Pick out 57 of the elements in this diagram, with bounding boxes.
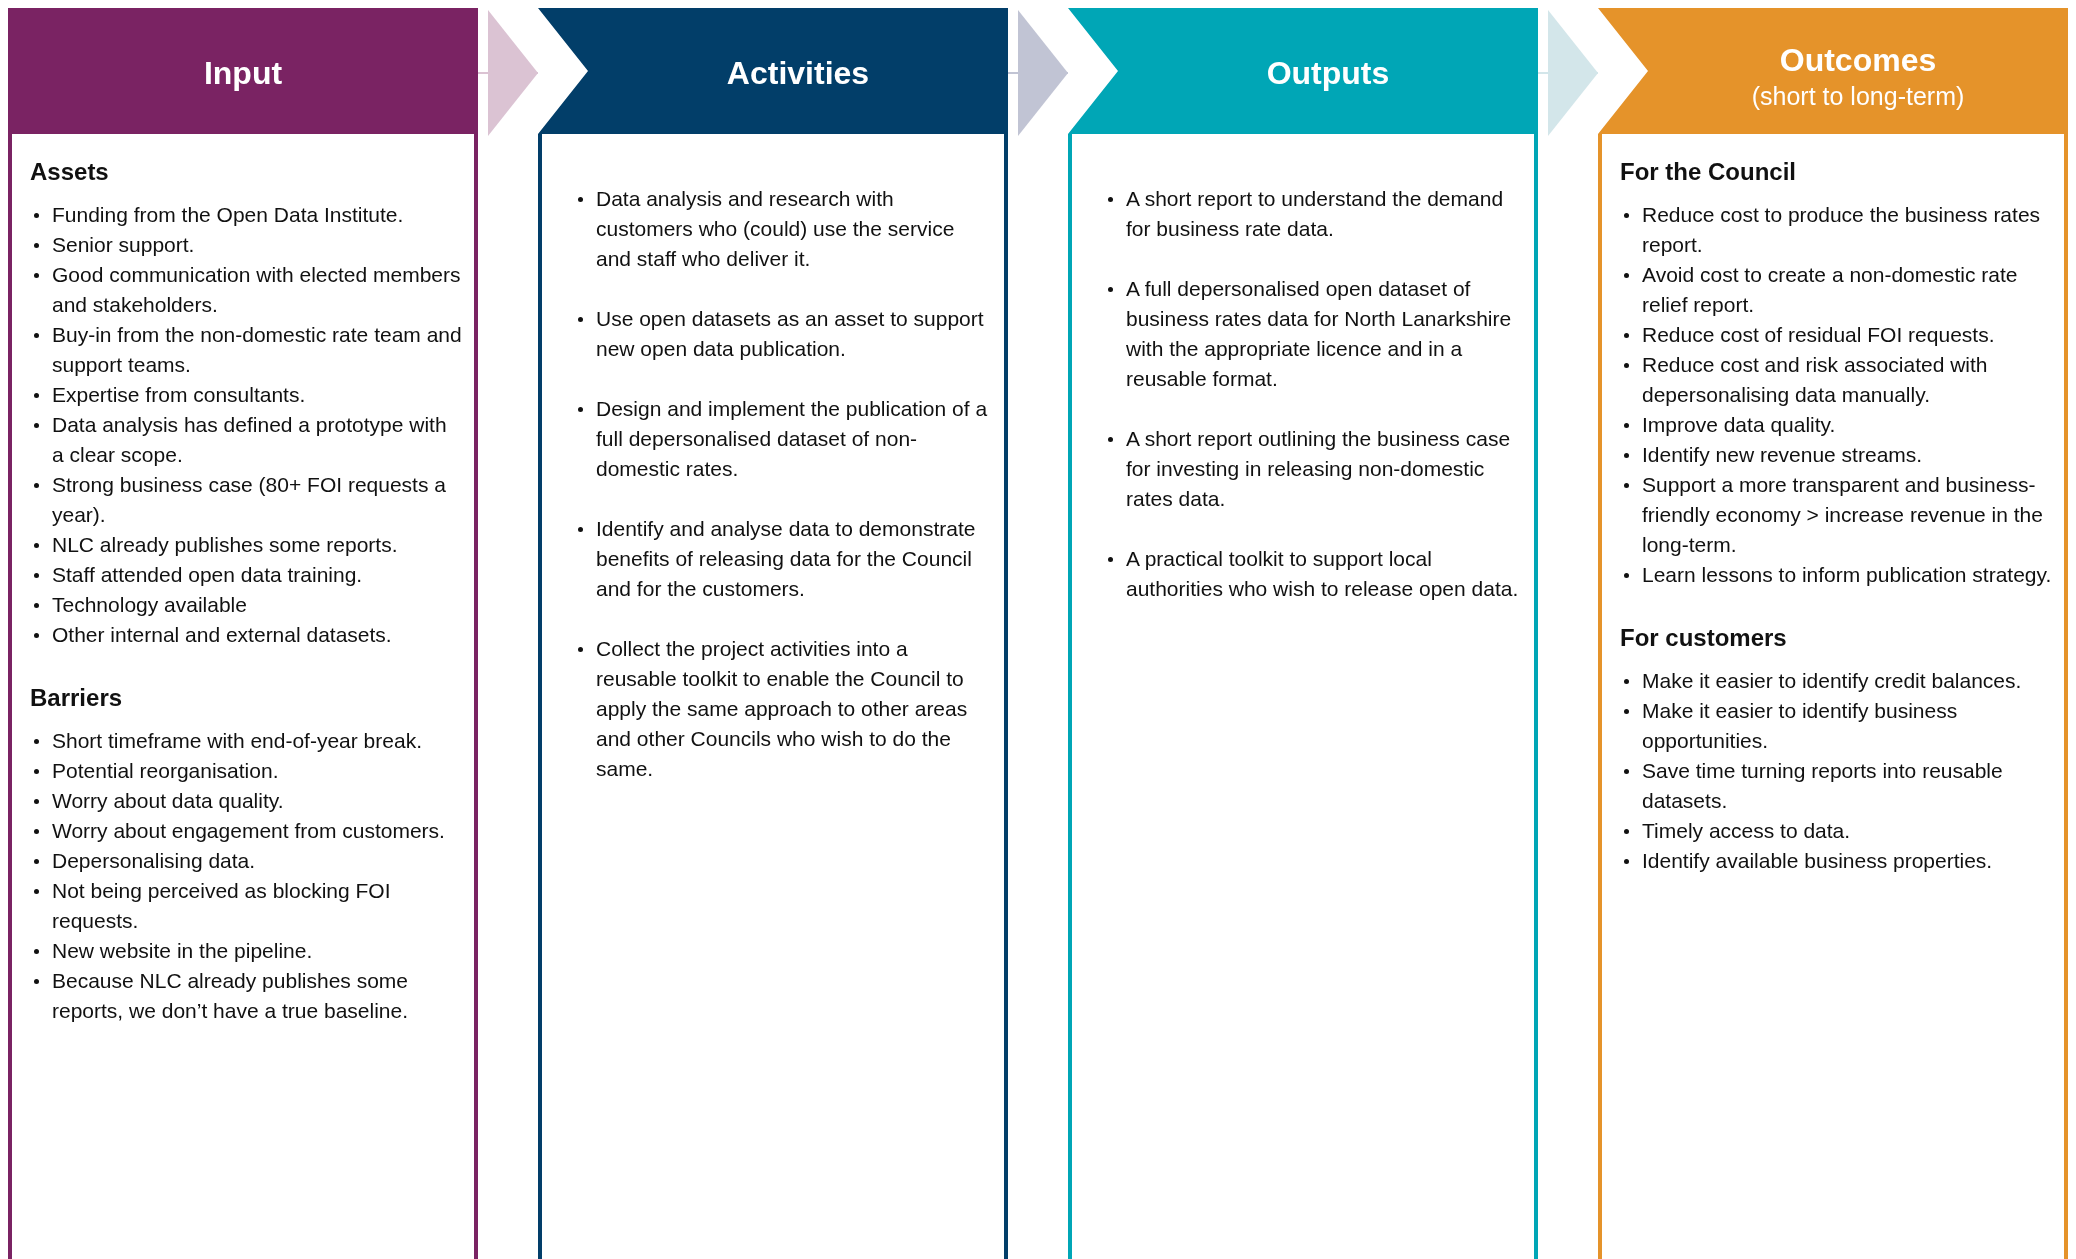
bullet-item: Data analysis and research with customers who (could) use the service and staff who deliver it. — [574, 184, 994, 274]
bullet-item: Improve data quality. — [1620, 410, 2054, 440]
bullet-item: Short timeframe with end-of-year break. — [30, 726, 464, 756]
bullet-item: Timely access to data. — [1620, 816, 2054, 846]
column-heading: Outputs — [1265, 55, 1391, 92]
bullet-item: Technology available — [30, 590, 464, 620]
column-panel — [538, 8, 1008, 1259]
column-heading: Input — [202, 55, 284, 92]
bullet-item: Use open datasets as an asset to support new open data publication. — [574, 304, 994, 364]
chevron-arrow — [1007, 10, 1069, 136]
bullet-item: Staff attended open data training. — [30, 560, 464, 590]
bullet-item: Identify available business properties. — [1620, 846, 2054, 876]
bullet-item: Because NLC already publishes some reports, we don’t have a true baseline. — [30, 966, 464, 1026]
column-panel — [1598, 8, 2068, 1259]
bullet-item: Other internal and external datasets. — [30, 620, 464, 650]
bullet-item: Collect the project activities into a reusable toolkit to enable the Council to apply the same approach to other areas and other Councils who wish to do the same. — [574, 634, 994, 784]
bullet-item: Reduce cost of residual FOI requests. — [1620, 320, 2054, 350]
bullet-item: Senior support. — [30, 230, 464, 260]
bullet-item: A full depersonalised open dataset of business rates data for North Lanarkshire with the appropriate licence and in a reusable format. — [1104, 274, 1524, 394]
section-heading: For the Council — [1620, 158, 1796, 186]
bullet-item: Reduce cost to produce the business rates report. — [1620, 200, 2054, 260]
bullet-item: Funding from the Open Data Institute. — [30, 200, 464, 230]
bullet-item: Design and implement the publication of a full depersonalised dataset of non-domestic rates. — [574, 394, 994, 484]
bullet-item: Buy-in from the non-domestic rate team and support teams. — [30, 320, 464, 380]
bullet-item: NLC already publishes some reports. — [30, 530, 464, 560]
column-panel — [1068, 8, 1538, 1259]
section-heading: For customers — [1620, 624, 1787, 652]
bullet-item: Save time turning reports into reusable datasets. — [1620, 756, 2054, 816]
bullet-item: Make it easier to identify business opportunities. — [1620, 696, 2054, 756]
bullet-item: Worry about engagement from customers. — [30, 816, 464, 846]
bullet-item: Make it easier to identify credit balances. — [1620, 666, 2054, 696]
bullet-item: Support a more transparent and business-friendly economy > increase revenue in the long-term. — [1620, 470, 2054, 560]
bullet-item: Avoid cost to create a non-domestic rate relief report. — [1620, 260, 2054, 320]
bullet-item: Reduce cost and risk associated with depersonalising data manually. — [1620, 350, 2054, 410]
column-heading: Activities — [725, 55, 871, 92]
section-heading: Barriers — [30, 684, 123, 712]
bullet-item: Depersonalising data. — [30, 846, 464, 876]
bullet-item: Not being perceived as blocking FOI requests. — [30, 876, 464, 936]
bullet-item: New website in the pipeline. — [30, 936, 464, 966]
chevron-arrow — [1537, 10, 1599, 136]
bullet-item: Worry about data quality. — [30, 786, 464, 816]
bullet-item: Potential reorganisation. — [30, 756, 464, 786]
bullet-item: Identify new revenue streams. — [1620, 440, 2054, 470]
bullet-item: A short report outlining the business case for investing in releasing non-domestic rates data. — [1104, 424, 1524, 514]
chevron-arrow — [477, 10, 539, 136]
bullet-item: A short report to understand the demand for business rate data. — [1104, 184, 1524, 244]
bullet-item: Identify and analyse data to demonstrate benefits of releasing data for the Council and for the customers. — [574, 514, 994, 604]
section-heading: Assets — [30, 158, 109, 186]
column-heading: Outcomes — [1778, 42, 1938, 79]
column-subheading: (short to long-term) — [1750, 82, 1966, 111]
bullet-item: Expertise from consultants. — [30, 380, 464, 410]
column-panel — [8, 8, 478, 1259]
bullet-item: Learn lessons to inform publication strategy. — [1620, 560, 2054, 590]
bullet-item: Data analysis has defined a prototype with a clear scope. — [30, 410, 464, 470]
bullet-item: A practical toolkit to support local authorities who wish to release open data. — [1104, 544, 1524, 604]
bullet-item: Strong business case (80+ FOI requests a year). — [30, 470, 464, 530]
bullet-item: Good communication with elected members and stakeholders. — [30, 260, 464, 320]
